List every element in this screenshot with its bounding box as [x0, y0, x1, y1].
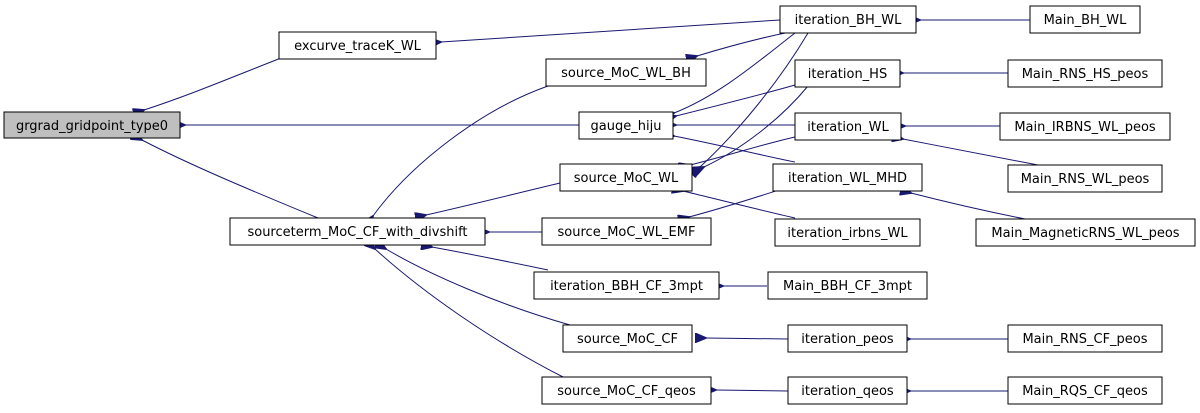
svg-text:gauge_hiju: gauge_hiju — [591, 119, 662, 134]
edge-iterBH-to-srcWL — [700, 32, 809, 167]
svg-text:Main_IRBNS_WL_peos: Main_IRBNS_WL_peos — [1014, 120, 1156, 135]
node-source-MoC-CF[interactable]: source_MoC_CF — [562, 324, 693, 353]
node-Main-RNS-WL-peos[interactable]: Main_RNS_WL_peos — [1007, 164, 1163, 193]
node-source-MoC-CF-qeos[interactable]: source_MoC_CF_qeos — [541, 376, 712, 405]
edge-iterWL-to-srcWL — [690, 136, 796, 165]
edge-iterBBH-to-sourceterm — [432, 247, 549, 271]
node-sourceterm-MoC-CF-with-divshift[interactable]: sourceterm_MoC_CF_with_divshift — [229, 217, 486, 246]
node-Main-MagneticRNS-WL-peos[interactable]: Main_MagneticRNS_WL_peos — [975, 218, 1196, 247]
edge-iterMHD-to-gauge — [674, 136, 796, 163]
svg-text:iteration_BH_WL: iteration_BH_WL — [795, 13, 902, 28]
node-iteration-BH-WL[interactable]: iteration_BH_WL — [779, 5, 917, 34]
svg-text:iteration_WL_MHD: iteration_WL_MHD — [788, 171, 907, 186]
edge-srcWL-to-sourceterm — [426, 182, 561, 215]
edge-iterPeos-to-srcCF — [706, 338, 789, 339]
node-iteration-HS[interactable]: iteration_HS — [794, 59, 901, 88]
svg-text:iteration_BBH_CF_3mpt: iteration_BBH_CF_3mpt — [550, 279, 703, 294]
node-iteration-qeos[interactable]: iteration_qeos — [787, 376, 908, 405]
node-Main-RQS-CF-qeos[interactable]: Main_RQS_CF_qeos — [1007, 376, 1163, 405]
node-Main-BH-WL[interactable]: Main_BH_WL — [1029, 5, 1141, 34]
edge-iterBH-to-gauge — [674, 32, 796, 113]
svg-text:iteration_irbns_WL: iteration_irbns_WL — [787, 226, 908, 241]
svg-text:iteration_WL: iteration_WL — [807, 120, 889, 135]
edge-srcCF-to-sourceterm — [386, 249, 571, 326]
svg-text:iteration_qeos: iteration_qeos — [801, 384, 894, 399]
edge-excurve-to-grgrad — [144, 57, 282, 110]
svg-text:excurve_traceK_WL: excurve_traceK_WL — [294, 39, 422, 54]
edge-iterHS-to-gauge — [676, 84, 796, 116]
svg-text:source_MoC_WL_BH: source_MoC_WL_BH — [561, 66, 691, 81]
svg-text:source_MoC_CF: source_MoC_CF — [577, 332, 678, 347]
svg-text:Main_RNS_WL_peos: Main_RNS_WL_peos — [1021, 172, 1150, 187]
node-Main-BBH-CF-3mpt[interactable]: Main_BBH_CF_3mpt — [767, 271, 928, 300]
node-Main-IRBNS-WL-peos[interactable]: Main_IRBNS_WL_peos — [999, 112, 1171, 141]
svg-text:iteration_HS: iteration_HS — [808, 67, 887, 82]
svg-text:sourceterm_MoC_CF_with_divshif: sourceterm_MoC_CF_with_divshift — [247, 225, 467, 240]
node-source-MoC-WL-EMF[interactable]: source_MoC_WL_EMF — [541, 217, 712, 246]
node-iteration-peos[interactable]: iteration_peos — [787, 324, 908, 353]
svg-text:iteration_peos: iteration_peos — [801, 332, 894, 347]
svg-text:Main_MagneticRNS_WL_peos: Main_MagneticRNS_WL_peos — [991, 226, 1179, 241]
edge-iterBH-to-excurve — [441, 19, 781, 42]
svg-text:Main_RNS_HS_peos: Main_RNS_HS_peos — [1022, 67, 1149, 82]
node-Main-RNS-HS-peos[interactable]: Main_RNS_HS_peos — [1007, 59, 1163, 88]
edge-iterHS-to-srcWL — [704, 85, 809, 167]
node-iteration-WL-MHD[interactable]: iteration_WL_MHD — [772, 163, 923, 192]
edge-iterBH-to-srcBH — [697, 31, 791, 56]
node-iteration-irbns-WL[interactable]: iteration_irbns_WL — [774, 218, 921, 247]
node-gauge-hiju[interactable]: gauge_hiju — [578, 111, 674, 140]
edge-iterQeos-to-srcCFq — [716, 390, 789, 391]
svg-text:Main_RQS_CF_qeos: Main_RQS_CF_qeos — [1022, 384, 1148, 399]
node-grgrad-gridpoint-type0[interactable]: grgrad_gridpoint_type0 — [3, 111, 181, 139]
node-Main-RNS-CF-peos[interactable]: Main_RNS_CF_peos — [1007, 324, 1163, 353]
nodes: grgrad_gridpoint_type0 excurve_traceK_WL… — [3, 5, 1196, 405]
node-source-MoC-WL[interactable]: source_MoC_WL — [559, 163, 693, 192]
node-excurve-traceK-WL[interactable]: excurve_traceK_WL — [278, 31, 437, 60]
svg-text:Main_BBH_CF_3mpt: Main_BBH_CF_3mpt — [783, 279, 912, 294]
edge-iterIrbns-to-srcWL — [683, 191, 796, 219]
node-iteration-WL[interactable]: iteration_WL — [794, 112, 902, 141]
edge-mainMag-to-iterMHD — [911, 193, 1026, 220]
edge-srcBH-to-sourceterm — [373, 85, 549, 216]
svg-text:source_MoC_WL: source_MoC_WL — [574, 171, 679, 186]
edge-mainRNSWL-to-iterWL — [903, 139, 1039, 166]
svg-text:grgrad_gridpoint_type0: grgrad_gridpoint_type0 — [16, 119, 168, 134]
svg-text:Main_RNS_CF_peos: Main_RNS_CF_peos — [1022, 332, 1147, 347]
svg-text:source_MoC_CF_qeos: source_MoC_CF_qeos — [557, 384, 696, 399]
svg-text:source_MoC_WL_EMF: source_MoC_WL_EMF — [558, 225, 696, 240]
node-iteration-BBH-CF-3mpt[interactable]: iteration_BBH_CF_3mpt — [533, 271, 720, 300]
edges — [142, 19, 1039, 391]
node-source-MoC-WL-BH[interactable]: source_MoC_WL_BH — [545, 58, 707, 87]
edge-srcCFq-to-sourceterm — [375, 249, 566, 379]
edge-sourceterm-to-grgrad — [142, 140, 319, 219]
svg-text:Main_BH_WL: Main_BH_WL — [1044, 13, 1128, 28]
